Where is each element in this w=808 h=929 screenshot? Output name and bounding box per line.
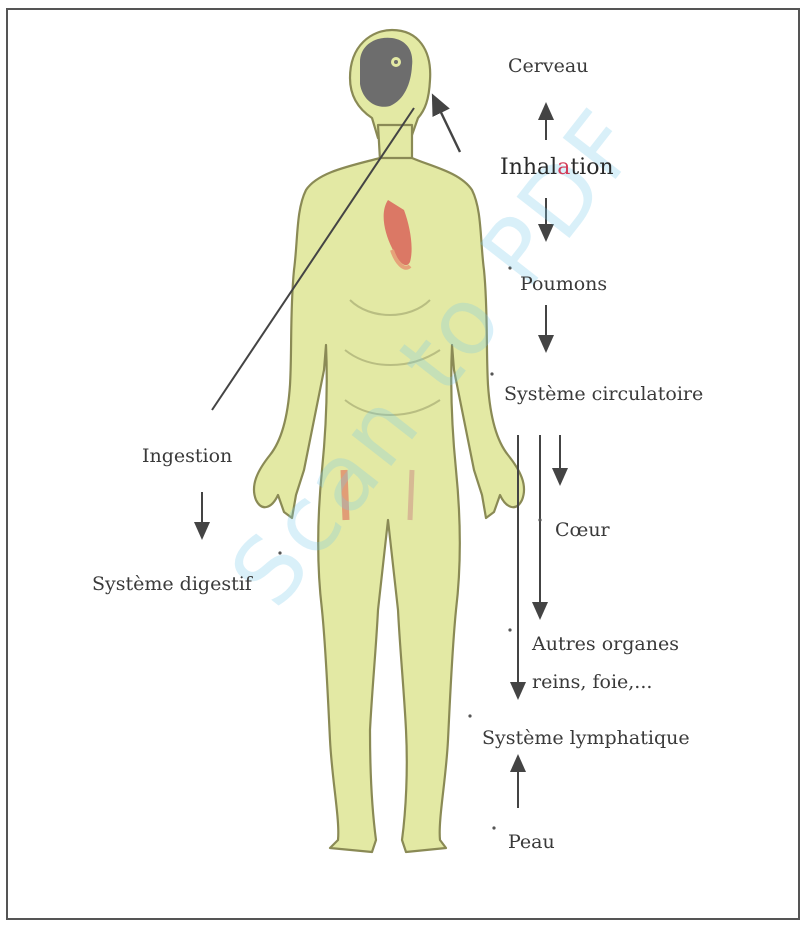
label-systeme-digestif: Système digestif <box>92 574 252 595</box>
inhalation-arrow <box>436 102 460 152</box>
label-systeme-lymphatique: Système lymphatique <box>482 728 690 749</box>
label-inhalation-part1: Inhal <box>500 155 557 180</box>
label-autres-organes: Autres organes <box>532 634 679 655</box>
label-ingestion: Ingestion <box>142 446 232 467</box>
label-coeur: Cœur <box>555 520 610 541</box>
leg-vein-right <box>410 470 412 520</box>
label-cerveau: Cerveau <box>508 56 588 77</box>
label-systeme-circulatoire: Système circulatoire <box>504 384 703 405</box>
label-inhalation-highlight: a <box>557 155 570 180</box>
label-autres-organes-detail: reins, foie,... <box>532 672 652 693</box>
label-peau: Peau <box>508 832 555 853</box>
label-poumons: Poumons <box>520 274 607 295</box>
label-inhalation: Inhalation <box>500 156 614 180</box>
label-inhalation-part2: tion <box>570 155 613 180</box>
